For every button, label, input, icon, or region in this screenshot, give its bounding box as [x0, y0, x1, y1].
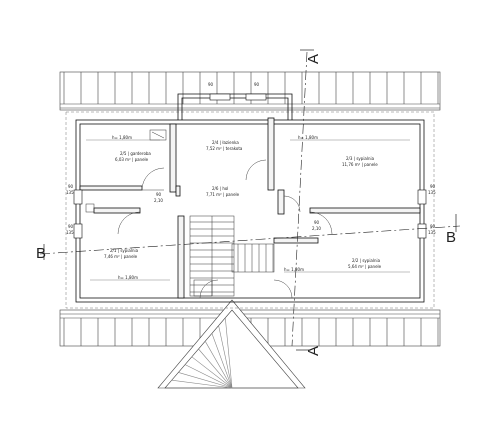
- dormer-rafter: [204, 341, 233, 389]
- room-label-lazienka: 2/4 | łazienka 7,52 m² | terakota: [206, 140, 243, 151]
- room-name: 2/4 | łazienka: [212, 140, 239, 145]
- section-marker-a-bottom: A: [305, 346, 322, 356]
- window-height-label: 135: [428, 230, 436, 235]
- door-height-label: 2,10: [154, 198, 163, 203]
- dormer-rafter: [178, 372, 233, 389]
- staircase: [189, 215, 275, 297]
- window-height-label: 135: [66, 190, 74, 195]
- room-area: 6,03 m² | panele: [115, 157, 149, 162]
- dormer-rafter: [218, 325, 233, 389]
- room-area: 7,52 m² | terakota: [206, 146, 243, 151]
- section-marker-a-top: A: [305, 54, 322, 64]
- section-marker-b-right: B: [446, 229, 456, 246]
- room-label-garderoba: 2/5 | garderoba 6,03 m² | panele: [115, 151, 151, 162]
- height-label: h= 1,80m: [284, 267, 304, 272]
- room-label-sypialnia3: 2/3 | sypialnia 11,76 m² | panele: [342, 156, 378, 167]
- room-area: 7,46 m² | panele: [104, 254, 138, 259]
- section-arrows: [43, 49, 457, 351]
- height-lines: [86, 139, 410, 281]
- room-label-sypialnia1: 2/1 | sypialnia 7,46 m² | panele: [104, 248, 139, 259]
- dormer-roof: [157, 299, 306, 389]
- internal-walls: [79, 117, 421, 299]
- window-width-label: 90: [68, 224, 74, 229]
- room-area: 7,71 m² | panele: [206, 192, 240, 197]
- height-label: h= 1,80m: [112, 135, 132, 140]
- room-name: 2/2 | sypialnia: [352, 258, 381, 263]
- room-area: 11,76 m² | panele: [342, 162, 378, 167]
- height-label: h= 1,80m: [118, 275, 138, 280]
- room-name: 2/3 | sypialnia: [346, 156, 375, 161]
- room-name: 2/6 | hol: [212, 186, 228, 191]
- window-height-label: 135: [428, 190, 436, 195]
- door-width-label: 90: [156, 192, 162, 197]
- door-width-label: 90: [314, 220, 320, 225]
- room-name: 2/1 | sypialnia: [110, 248, 139, 253]
- window-width-label: 90: [68, 184, 74, 189]
- door-width-label: 90: [254, 82, 260, 87]
- windows: [73, 93, 427, 239]
- dormer-rafter: [171, 379, 233, 389]
- section-marker-b-left: B: [36, 245, 46, 262]
- door-height-label: 2,10: [312, 226, 321, 231]
- roof-top-band: [59, 71, 441, 111]
- opening-dimensions: 90 135 90 135 90 135 90 135 90 2,10 90 2…: [66, 82, 436, 235]
- door-width-label: 90: [208, 82, 214, 87]
- section-line-a: [291, 51, 308, 347]
- room-label-sypialnia2: 2/2 | sypialnia 5,64 m² | panele: [348, 258, 382, 269]
- window-height-label: 135: [66, 230, 74, 235]
- dormer-rafter: [211, 333, 233, 389]
- attic-outline: [65, 111, 435, 309]
- window-width-label: 90: [430, 184, 436, 189]
- dormer-rafter: [191, 356, 233, 389]
- dormer-rafter: [184, 364, 233, 389]
- room-area: 5,64 m² | panele: [348, 264, 382, 269]
- external-walls: [75, 93, 425, 303]
- height-label: h= 1,80m: [298, 135, 318, 140]
- dormer-rafter: [198, 348, 233, 389]
- section-line-b: [39, 225, 461, 255]
- door-swings: [117, 159, 333, 299]
- dormer-rafter: [225, 317, 233, 389]
- room-name: 2/5 | garderoba: [120, 151, 151, 156]
- room-label-hol: 2/6 | hol 7,71 m² | panele: [206, 186, 240, 197]
- window-width-label: 90: [430, 224, 436, 229]
